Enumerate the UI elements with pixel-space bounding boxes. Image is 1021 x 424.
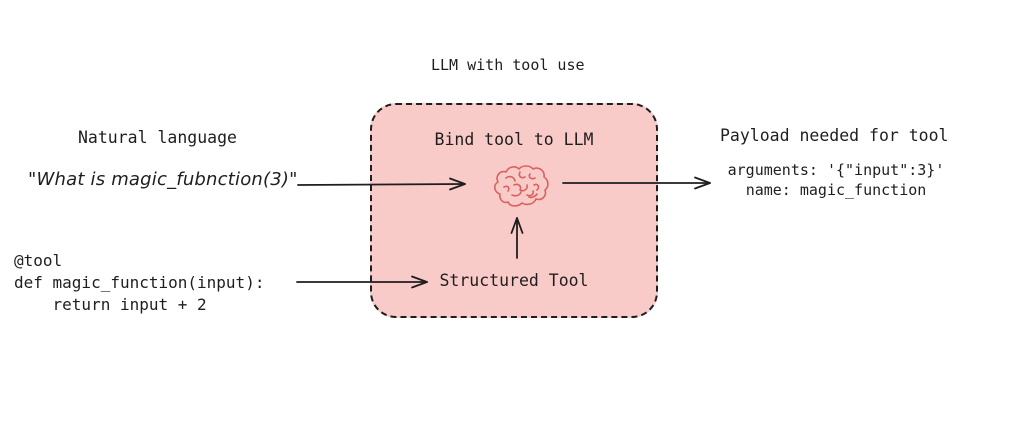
diagram-title: LLM with tool use xyxy=(431,56,585,74)
natural-language-quote: "What is magic_fubnction(3)" xyxy=(28,169,298,190)
payload-heading: Payload needed for tool xyxy=(720,126,949,145)
payload-line: name: magic_function xyxy=(745,180,927,199)
code-line: def magic_function(input): xyxy=(14,273,265,292)
brain-icon xyxy=(491,164,551,210)
bind-tool-heading: Bind tool to LLM xyxy=(434,130,594,149)
code-line: @tool xyxy=(14,251,63,270)
structured-tool-label: Structured Tool xyxy=(439,271,589,290)
tool-code-block: @tool def magic_function(input): return … xyxy=(14,250,264,316)
payload-line: arguments: '{"input":3}' xyxy=(727,161,945,179)
code-line: return input + 2 xyxy=(14,295,207,314)
bind-tool-box: Bind tool to LLM Structured Tool xyxy=(370,103,658,318)
payload-text: arguments: '{"input":3}' name: magic_fun… xyxy=(726,161,946,200)
natural-language-heading: Natural language xyxy=(78,128,237,147)
